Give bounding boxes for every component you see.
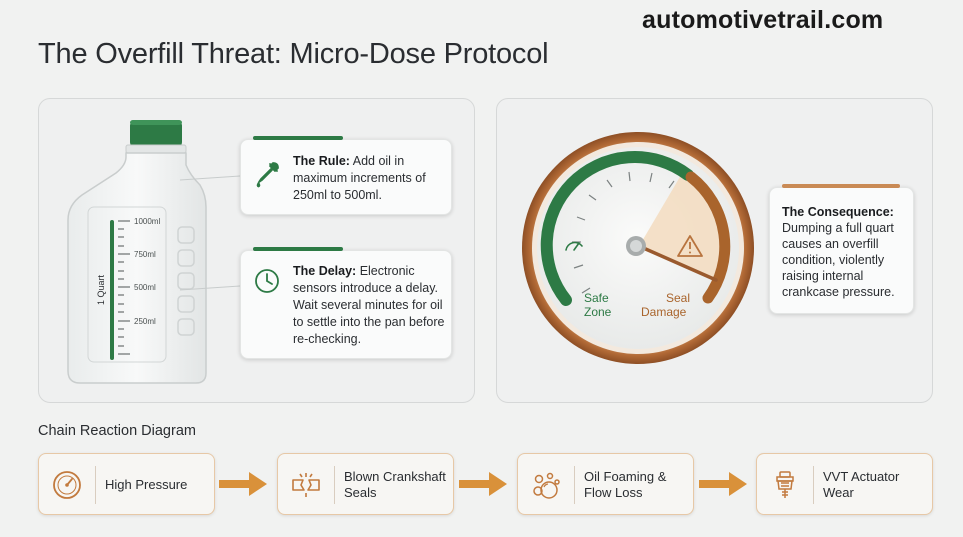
- delay-card: The Delay: Electronic sensors introduce …: [240, 247, 452, 359]
- bottle-mark-500: 500ml: [134, 283, 156, 292]
- consequence-text: The Consequence: Dumping a full quart cau…: [782, 204, 910, 300]
- chain-arrow-2: [459, 472, 507, 496]
- consequence-body: Dumping a full quart causes an overfill …: [782, 221, 895, 299]
- pressure-gauge-icon: [53, 471, 81, 499]
- delay-text: The Delay: Electronic sensors introduce …: [293, 263, 451, 348]
- bottle-side-label: 1 Quart: [96, 274, 106, 305]
- pressure-gauge-illustration: Safe Zone Seal Damage: [522, 132, 754, 364]
- chain-step-high-pressure: High Pressure: [38, 453, 215, 515]
- step-divider: [334, 466, 335, 504]
- gauge-safe-label-1: Safe: [584, 291, 609, 305]
- step-label: Oil Foaming &Flow Loss: [584, 469, 667, 500]
- delay-heading: The Delay:: [293, 264, 357, 278]
- delay-body: Electronic sensors introduce a delay. Wa…: [293, 264, 445, 346]
- rule-text: The Rule: Add oil in maximum increments …: [293, 153, 449, 204]
- bottle-mark-250: 250ml: [134, 317, 156, 326]
- page-title: The Overfill Threat: Micro-Dose Protocol: [38, 38, 549, 70]
- consequence-card: The Consequence: Dumping a full quart cau…: [769, 184, 914, 314]
- site-watermark: automotivetrail.com: [642, 6, 884, 34]
- rule-card-accent: [253, 136, 343, 140]
- bottle-mark-750: 750ml: [134, 250, 156, 259]
- gauge-safe-label-2: Zone: [584, 305, 612, 319]
- chain-reaction-label: Chain Reaction Diagram: [38, 423, 196, 439]
- connector-lines: [180, 175, 241, 291]
- step-divider: [95, 466, 96, 504]
- gauge-danger-label-1: Seal: [666, 291, 690, 305]
- actuator-icon: [776, 471, 794, 498]
- chain-arrow-3: [699, 472, 747, 496]
- bottle-mark-1000: 1000ml: [134, 217, 160, 226]
- consequence-heading: The Consequence:: [782, 205, 894, 219]
- oil-bottle-illustration: 1000ml 750ml 500ml 250ml 1 Quart: [67, 120, 207, 384]
- clock-icon: [255, 269, 279, 293]
- dropper-icon: [256, 162, 279, 188]
- consequence-card-accent: [782, 184, 900, 188]
- chain-step-oil-foaming: Oil Foaming &Flow Loss: [517, 453, 694, 515]
- broken-seal-icon: [292, 473, 320, 497]
- bubbles-icon: [533, 472, 560, 499]
- step-divider: [813, 466, 814, 504]
- gauge-danger-label-2: Damage: [641, 305, 687, 319]
- rule-body: Add oil in maximum increments of 250ml t…: [293, 154, 426, 202]
- step-divider: [574, 466, 575, 504]
- delay-card-accent: [253, 247, 343, 251]
- chain-arrow-1: [219, 472, 267, 496]
- step-label: High Pressure: [105, 477, 188, 492]
- rule-heading: The Rule:: [293, 154, 350, 168]
- rule-card: The Rule: Add oil in maximum increments …: [240, 136, 452, 215]
